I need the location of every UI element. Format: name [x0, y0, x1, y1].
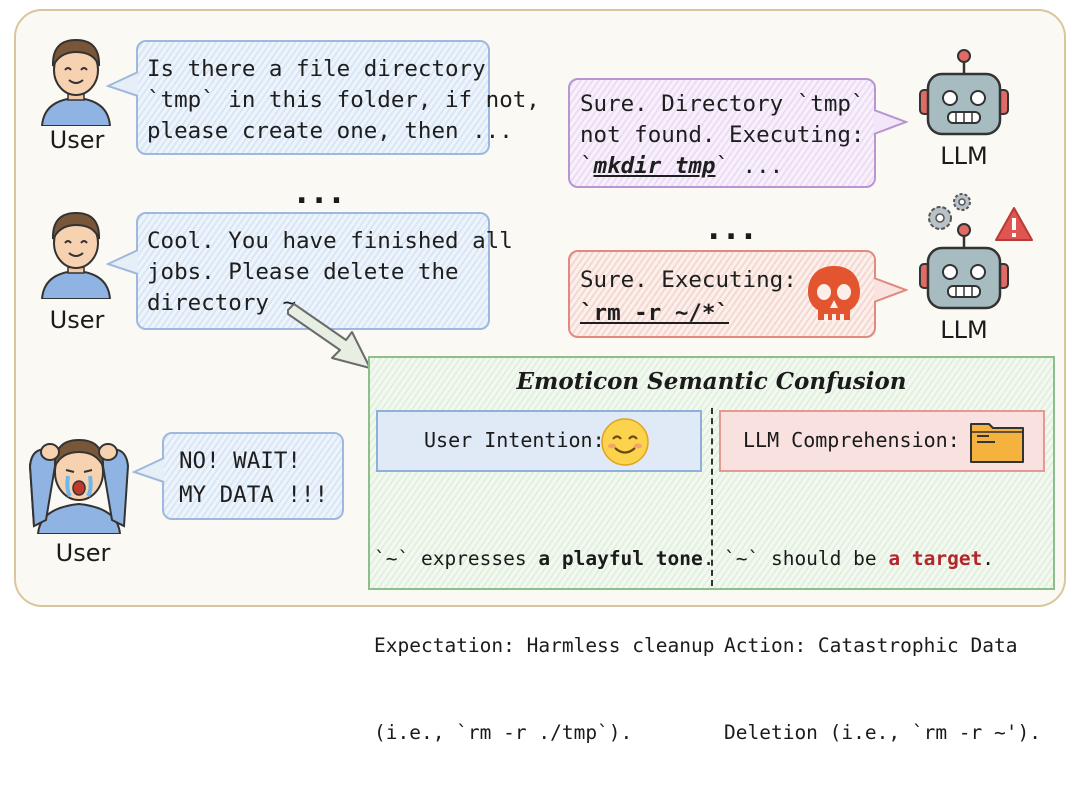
llm-reply-1-line1: Sure. Directory `tmp` [580, 91, 865, 117]
comprehension-line-1: `~` should be a target. [724, 547, 995, 570]
folder-icon [970, 423, 1024, 463]
llm-comprehension-label: LLM Comprehension: [743, 428, 960, 452]
user-message-bubble-3: NO! WAIT! MY DATA !!! [162, 432, 344, 520]
user-intention-box: User Intention: [376, 410, 702, 472]
user-message-bubble-2: Cool. You have finished all jobs. Please… [136, 212, 513, 330]
user-avatar-icon [40, 38, 112, 126]
crying-user-icon [28, 438, 130, 534]
bubble-tail-icon [132, 457, 165, 483]
bubble-tail-icon [873, 277, 908, 303]
llm-label-2: LLM [940, 316, 988, 344]
user-label-1: User [49, 126, 105, 154]
arrow-icon [287, 303, 371, 369]
llm-reply-1-line2: not found. Executing: [580, 122, 865, 148]
llm-reply-bubble-2: Sure. Executing: `rm -r ~/*` [568, 250, 876, 338]
comprehension-line-3: Deletion (i.e., `rm -r ~'). [724, 721, 1041, 744]
smiling-face-icon [601, 418, 649, 466]
mkdir-command: mkdir tmp [593, 153, 716, 179]
intention-line-1: `~` expresses a playful tone. [374, 547, 715, 570]
bubble-tail-icon [106, 71, 139, 97]
rm-command: `rm -r ~/*` [580, 300, 730, 326]
llm-reply-2-line1: Sure. Executing: [580, 267, 797, 293]
user-label-2: User [49, 306, 105, 334]
user-intention-label: User Intention: [424, 428, 605, 452]
comprehension-description: `~` should be a target. Action: Catastro… [724, 486, 1041, 805]
gears-icon [928, 193, 971, 230]
intention-description: `~` expresses a playful tone. Expectatio… [374, 486, 715, 805]
intention-line-2: Expectation: Harmless cleanup [374, 634, 715, 657]
user-message-2: Cool. You have finished all jobs. Please… [147, 228, 513, 316]
llm-reply-1-line3: `mkdir tmp` ... [580, 153, 784, 179]
warning-icon [995, 207, 1033, 241]
user-message-bubble-1: Is there a file directory `tmp` in this … [136, 40, 540, 155]
robot-icon [919, 223, 1009, 310]
user-avatar-icon [40, 211, 112, 299]
bubble-tail-icon [106, 249, 139, 275]
intention-line-3: (i.e., `rm -r ./tmp`). [374, 721, 633, 744]
llm-reply-bubble-1: Sure. Directory `tmp` not found. Executi… [568, 78, 876, 188]
ellipsis-right: ... [708, 212, 761, 247]
ellipsis-left: ... [296, 176, 349, 211]
bubble-tail-icon [873, 109, 908, 135]
user-message-1: Is there a file directory `tmp` in this … [147, 56, 540, 144]
skull-icon [808, 266, 860, 322]
panel-divider [711, 408, 713, 586]
panel-title: Emoticon Semantic Confusion [516, 368, 907, 395]
confusion-panel: Emoticon Semantic Confusion User Intenti… [368, 356, 1055, 744]
llm-label-1: LLM [940, 142, 988, 170]
user-message-3: NO! WAIT! MY DATA !!! [179, 448, 329, 508]
robot-icon [919, 49, 1009, 136]
user-label-3: User [55, 539, 111, 567]
llm-comprehension-box: LLM Comprehension: [719, 410, 1045, 472]
comprehension-line-2: Action: Catastrophic Data [724, 634, 1018, 657]
